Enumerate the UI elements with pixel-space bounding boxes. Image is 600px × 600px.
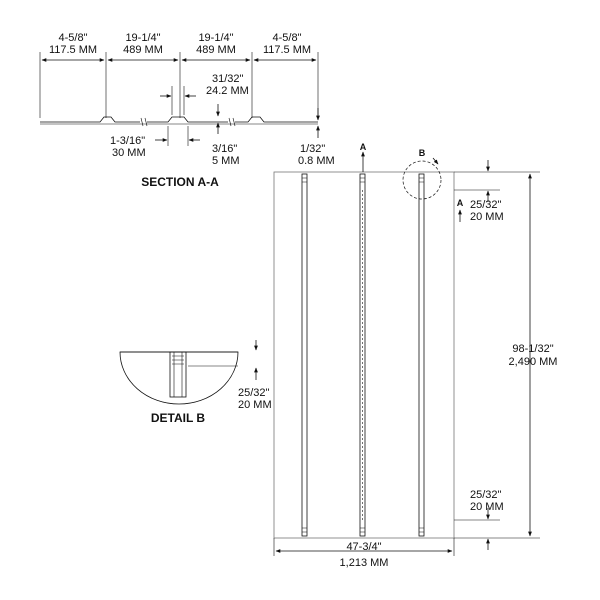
section-aa-title: SECTION A-A [141,175,219,189]
dim-thickness-mm: 0.8 MM [298,155,335,167]
section-marker-a-top: A [360,142,367,152]
panel-rib-2 [359,173,366,537]
panel-rib-3 [418,173,425,537]
detail-b-callout [402,160,442,200]
dim-flat-right-in: 4-5/8" [273,32,302,44]
dim-bottom-offset-in: 25/32" [470,489,502,501]
dim-height-mm: 2,490 MM [509,356,558,368]
dim-rib-top-mm: 24.2 MM [206,85,249,97]
dim-detail-depth-mm: 20 MM [238,399,272,411]
dim-rib-base-in: 1-3/16" [110,135,145,147]
dim-span-1-mm: 489 MM [123,44,163,56]
dim-flat-left-in: 4-5/8" [59,32,88,44]
dim-span-2-mm: 489 MM [196,44,236,56]
dim-rib-height-mm: 5 MM [212,155,240,167]
dim-span-2-in: 19-1/4" [198,32,233,44]
dim-top-offset-in: 25/32" [470,199,502,211]
dim-height-in: 98-1/32" [512,343,553,355]
dim-bottom-offset-mm: 20 MM [470,501,504,513]
dim-thickness-in: 1/32" [300,143,325,155]
dim-rib-top-in: 31/32" [212,73,244,85]
detail-b-outline [119,351,239,405]
panel-elevation: A A B 25/32" 20 MM 25/32" 20 MM 98-1/32"… [273,142,558,569]
dim-flat-right-mm: 117.5 MM [263,44,311,56]
dim-detail-depth-in: 25/32" [238,387,270,399]
dim-width-mm: 1,213 MM [340,557,389,569]
dim-span-1-in: 19-1/4" [125,32,160,44]
panel-outline [273,171,455,539]
dim-rib-height-in: 3/16" [212,143,237,155]
dim-width-in: 47-3/4" [346,541,381,553]
dim-top-offset-mm: 20 MM [470,211,504,223]
section-aa: 4-5/8" 117.5 MM 19-1/4" 489 MM 19-1/4" 4… [39,32,335,189]
detail-b: 25/32" 20 MM DETAIL B [119,340,272,425]
detail-b-marker: B [419,148,426,158]
panel-rib-1 [301,173,308,537]
section-profile [40,116,318,123]
dim-rib-base-mm: 30 MM [112,147,146,159]
dim-flat-left-mm: 117.5 MM [49,44,97,56]
detail-b-title: DETAIL B [151,411,206,425]
section-marker-a-side: A [457,198,464,208]
